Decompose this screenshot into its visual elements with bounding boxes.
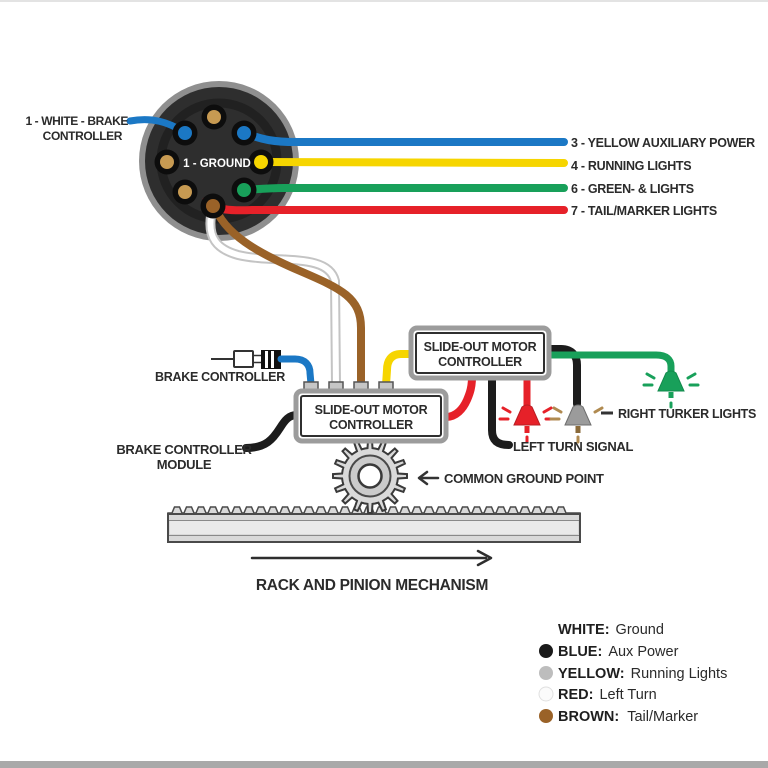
white-brake-label-line2: CONTROLLER: [43, 129, 123, 143]
upper-box-label-line2: CONTROLLER: [438, 355, 522, 369]
brake-controller-label: BRAKE CONTROLLER: [155, 370, 285, 384]
blue-brake-controller-wire: [277, 355, 315, 388]
green-lamp-icon: [642, 370, 700, 409]
bottom-edge-strip: [0, 761, 768, 768]
green-lights-label: 6 - GREEN- & LIGHTS: [571, 182, 694, 196]
green-lights-wire: [241, 184, 568, 194]
right-turn-label: RIGHT TURKER LIGHTS: [618, 407, 756, 421]
legend-bullet-white: [539, 622, 553, 636]
upper-motor-controller: SLIDE-OUT MOTOR CONTROLLER: [408, 325, 552, 381]
ground-pin-label: 1 - GROUND: [183, 158, 251, 170]
pin-lower-left: [172, 179, 198, 205]
left-turn-label: LEFT TURN SIGNAL: [513, 439, 633, 454]
legend-row-yellow: YELLOW:Running Lights: [558, 666, 727, 682]
brake-module-label-line1: BRAKE CONTROLLER: [116, 442, 252, 457]
running-lights-label: 4 - RUNNING LIGHTS: [571, 159, 691, 173]
lower-box-label-line1: SLIDE-OUT MOTOR: [315, 403, 428, 417]
aux-power-label: 3 - YELLOW AUXILIARY POWER: [571, 136, 755, 150]
legend-bullet-yellow: [539, 666, 553, 680]
pin-upper-right: [231, 120, 257, 146]
lower-box-label-line2: CONTROLLER: [329, 418, 413, 432]
black-left-turn-wire: [488, 373, 513, 449]
white-ground-wire: [207, 213, 339, 388]
red-controller-link-wire: [442, 373, 476, 421]
pin-mid-left: [154, 149, 180, 175]
tail-marker-label: 7 - TAIL/MARKER LIGHTS: [571, 204, 717, 218]
gray-lamp-icon: [549, 404, 604, 444]
connector-pins: [154, 104, 274, 219]
right-arrow-icon: [250, 549, 493, 567]
gear-bore: [357, 463, 383, 489]
black-module-wire: [242, 411, 301, 452]
pin-upper-left: [172, 120, 198, 146]
left-arrow-icon: [417, 470, 440, 486]
red-lamp-icon: [498, 404, 556, 444]
brown-tail-wire: [210, 201, 365, 389]
lower-box-border: [300, 395, 442, 437]
upper-box-border: [415, 332, 545, 374]
legend-row-blue: BLUE:Aux Power: [558, 644, 679, 660]
green-right-turn-wire: [546, 351, 675, 376]
yellow-controller-wire: [382, 350, 416, 389]
upper-box-label-line1: SLIDE-OUT MOTOR: [424, 340, 537, 354]
brake-module-label-line2: MODULE: [157, 457, 212, 472]
rack-highlight: [170, 521, 578, 534]
common-ground-label: COMMON GROUND POINT: [444, 471, 604, 486]
lower-motor-controller: SLIDE-OUT MOTOR CONTROLLER: [293, 381, 449, 444]
legend-bullet-red: [538, 686, 554, 702]
pinion-gear: [332, 438, 408, 514]
top-edge-strip: [0, 0, 768, 2]
rack-mechanism-label: RACK AND PINION MECHANISM: [256, 577, 488, 594]
pin-top: [201, 104, 227, 130]
legend: WHITE:Ground BLUE:Aux Power YELLOW:Runni…: [538, 622, 727, 725]
pin-bottom: [200, 193, 226, 219]
legend-row-white: WHITE:Ground: [558, 622, 664, 638]
legend-bullet-brown: [539, 709, 553, 723]
yellow-running-wire: [258, 158, 568, 167]
pin-mid-right: [248, 149, 274, 175]
legend-bullet-blue: [539, 644, 553, 658]
pin-lower-right: [231, 177, 257, 203]
legend-row-red: RED:Left Turn: [558, 687, 657, 703]
rack: [167, 506, 581, 543]
legend-row-brown: BROWN:Tail/Marker: [558, 709, 698, 725]
white-brake-label-line1: 1 - WHITE - BRAKE: [25, 114, 128, 128]
brake-controller-plug-icon: [211, 350, 281, 369]
